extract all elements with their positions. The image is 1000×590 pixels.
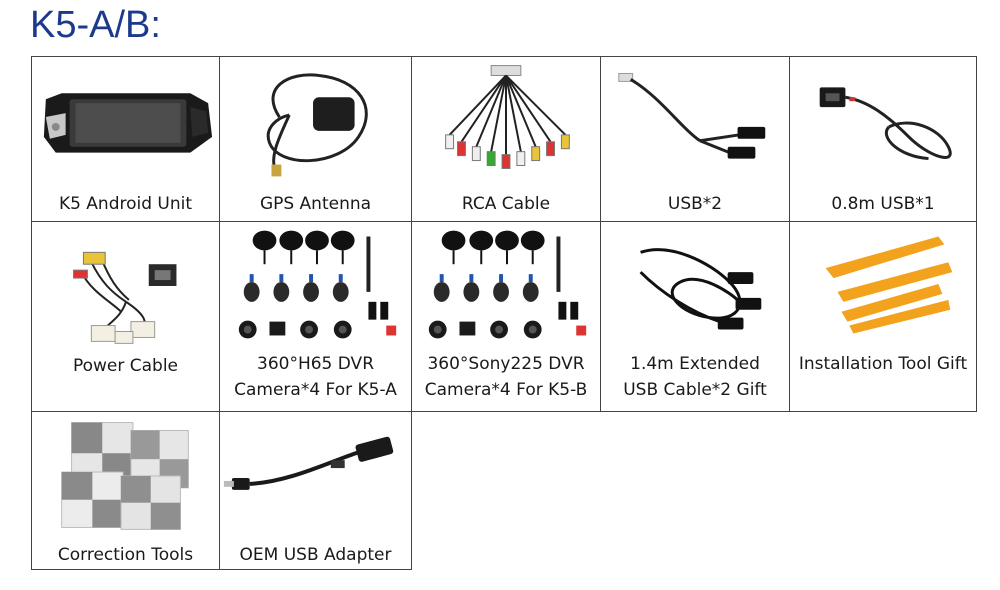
usb-08m-image [790, 57, 976, 182]
gps-antenna-image [220, 57, 411, 182]
android-unit-image [32, 57, 219, 182]
item-label: GPS Antenna [259, 194, 372, 214]
extended-usb-image [601, 222, 789, 347]
h65-camera-image [220, 222, 411, 347]
item-gps-antenna: GPS Antenna [219, 56, 412, 222]
item-label: Installation Tool Gift [798, 354, 968, 374]
item-rca-cable: RCA Cable [411, 56, 601, 222]
label-text: 360°H65 DVR Camera*4 For K5-A [234, 354, 397, 400]
item-power-cable: Power Cable [31, 221, 220, 412]
item-label: OEM USB Adapter [239, 545, 392, 565]
item-label: 360°Sony225 DVR Camera*4 For K5-B [412, 351, 600, 403]
item-sony225-camera: 360°Sony225 DVR Camera*4 For K5-B [411, 221, 601, 412]
item-label: Power Cable [72, 356, 179, 376]
item-label: RCA Cable [461, 194, 551, 214]
label-text: 360°Sony225 DVR Camera*4 For K5-B [424, 354, 588, 400]
correction-tools-image [32, 412, 219, 537]
rca-cable-image [412, 57, 600, 182]
usb-cable-image [601, 57, 789, 182]
item-k5-android-unit: K5 Android Unit [31, 56, 220, 222]
item-label: 0.8m USB*1 [831, 194, 935, 214]
item-extended-usb: 1.4m Extended USB Cable*2 Gift [600, 221, 790, 412]
item-usb-0-8m: 0.8m USB*1 [789, 56, 977, 222]
item-label: Correction Tools [57, 545, 194, 565]
item-installation-tool: Installation Tool Gift [789, 221, 977, 412]
page-title: K5-A/B: [30, 4, 161, 46]
item-label: USB*2 [667, 194, 723, 214]
item-oem-usb-adapter: OEM USB Adapter [219, 411, 412, 570]
item-label: K5 Android Unit [58, 194, 193, 214]
sony225-camera-image [412, 222, 600, 347]
item-label: 360°H65 DVR Camera*4 For K5-A [220, 351, 411, 403]
label-text: 1.4m Extended USB Cable*2 Gift [623, 354, 767, 400]
item-h65-camera: 360°H65 DVR Camera*4 For K5-A [219, 221, 412, 412]
item-usb-2: USB*2 [600, 56, 790, 222]
oem-usb-adapter-image [220, 412, 411, 537]
installation-tool-image [790, 222, 976, 347]
power-cable-image [32, 222, 219, 347]
item-label: 1.4m Extended USB Cable*2 Gift [601, 351, 789, 403]
item-correction-tools: Correction Tools [31, 411, 220, 570]
